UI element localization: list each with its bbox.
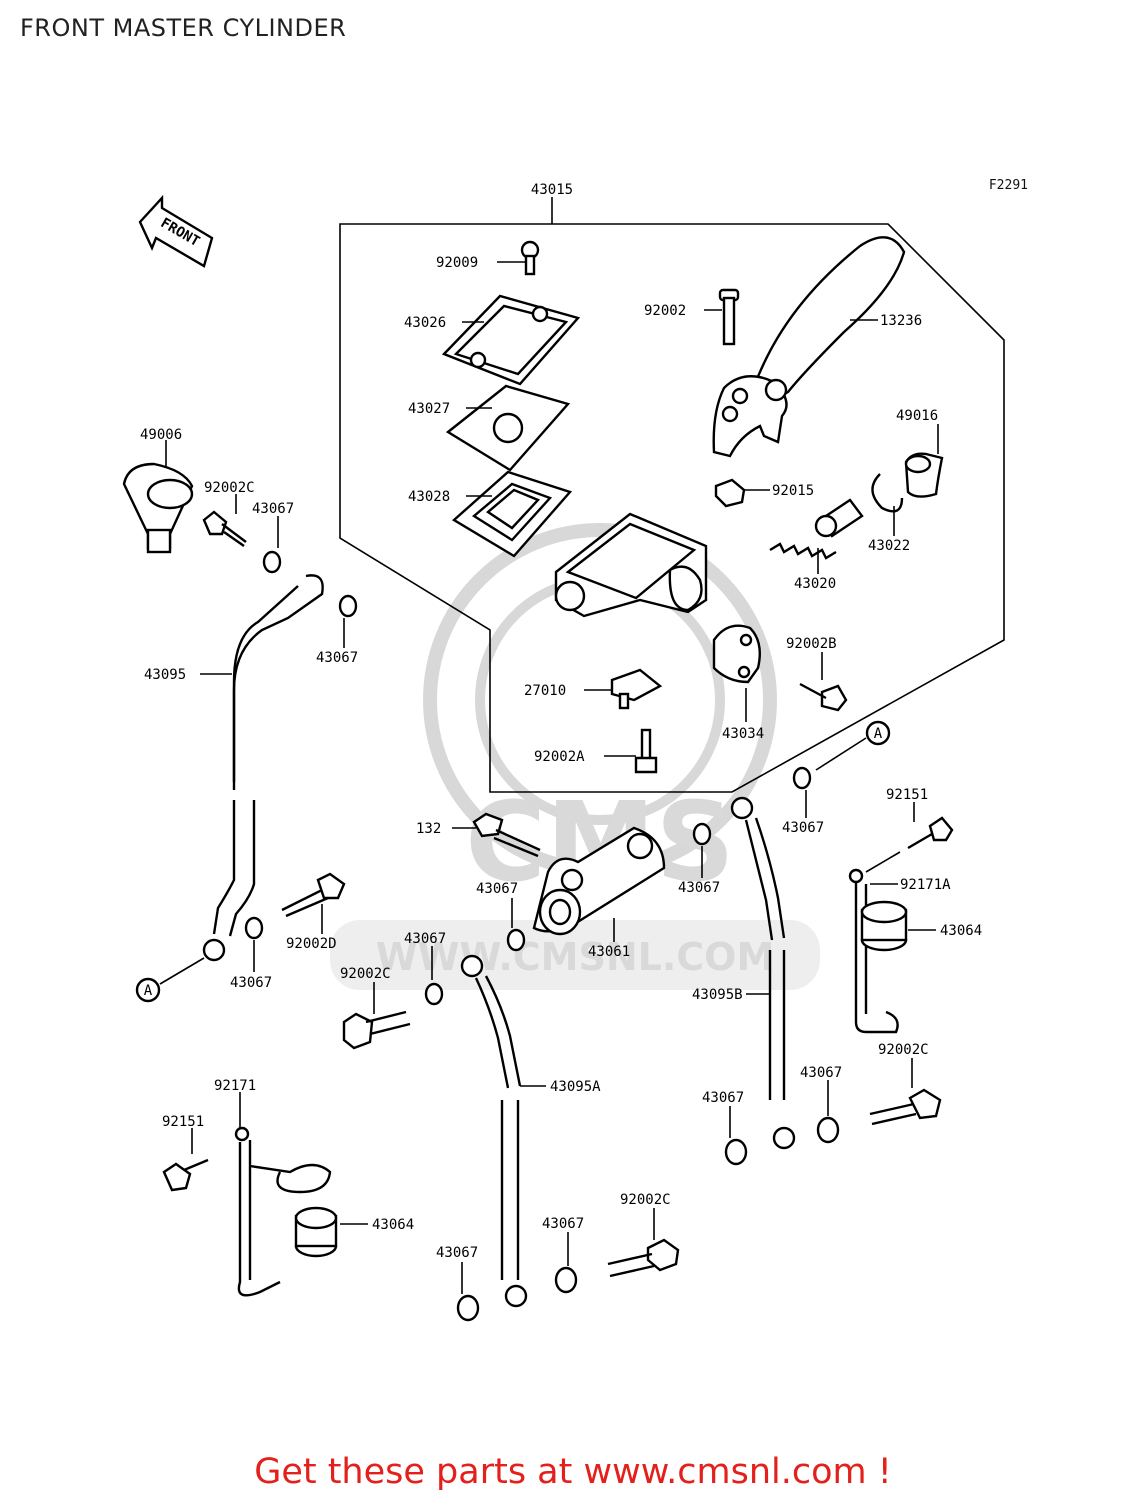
grommet-43064-left	[294, 1206, 338, 1258]
label-43034: 43034	[722, 726, 764, 742]
bolt-92002C-left	[202, 510, 247, 547]
figure-code: F2291	[988, 178, 1028, 193]
label-132: 132	[416, 821, 441, 837]
brake-lever-13236	[712, 236, 906, 458]
bolt-92151-right	[907, 816, 954, 850]
page-title: FRONT MASTER CYLINDER	[20, 14, 347, 42]
footer-link-text[interactable]: Get these parts at www.cmsnl.com !	[254, 1452, 892, 1492]
svg-text:A: A	[874, 726, 883, 742]
label-92002C-c: 92002C	[340, 966, 391, 982]
label-43067-c: 43067	[230, 975, 272, 991]
label-92151-b: 92151	[162, 1114, 204, 1130]
reservoir-cap-43026	[441, 294, 581, 386]
bolt-92002C-middle	[342, 1010, 411, 1050]
label-43026: 43026	[404, 315, 446, 331]
hose-43095	[202, 574, 324, 962]
label-43067-a: 43067	[252, 501, 294, 517]
master-cylinder-body	[554, 512, 708, 618]
label-92171A: 92171A	[900, 877, 951, 893]
label-43067-e: 43067	[678, 880, 720, 896]
bolt-92002C-right	[869, 1088, 942, 1126]
label-43067-i: 43067	[702, 1090, 744, 1106]
label-43067-k: 43067	[436, 1245, 478, 1261]
front-arrow-icon: FRONT	[138, 194, 214, 268]
piston-43020	[769, 498, 864, 560]
boot-49016	[904, 452, 944, 498]
label-27010: 27010	[524, 683, 566, 699]
callout-a-left	[135, 977, 161, 1003]
watermark-url: WWW.CMSNL.COM	[376, 935, 775, 979]
assembly-boundary	[339, 223, 1005, 793]
label-49016: 49016	[896, 408, 938, 424]
bolt-132	[472, 812, 541, 858]
label-92015: 92015	[772, 483, 814, 499]
label-92171: 92171	[214, 1078, 256, 1094]
bolt-92151-left	[162, 1158, 209, 1192]
label-92002C-a: 92002C	[204, 480, 255, 496]
label-43015: 43015	[531, 182, 573, 198]
pin-92002	[718, 288, 740, 346]
label-92009: 92009	[436, 255, 478, 271]
label-43022: 43022	[868, 538, 910, 554]
label-43067-b: 43067	[316, 650, 358, 666]
label-92002: 92002	[644, 303, 686, 319]
label-43064-a: 43064	[940, 923, 982, 939]
label-43067-h: 43067	[404, 931, 446, 947]
circlip-43022	[871, 473, 904, 513]
cap-49006	[122, 462, 194, 554]
label-49006: 49006	[140, 427, 182, 443]
label-43067-d: 43067	[476, 881, 518, 897]
screw-92002A	[634, 728, 658, 774]
label-43027: 43027	[408, 401, 450, 417]
cylinder-43061	[532, 826, 666, 936]
hose-clamp-92171A	[848, 868, 899, 1034]
callout-a-right	[865, 720, 891, 746]
clamp-43034	[712, 624, 761, 684]
hose-43095B	[730, 796, 796, 1150]
grommet-43064-right	[860, 900, 908, 952]
label-92002C-b: 92002C	[878, 1042, 929, 1058]
label-43095B: 43095B	[692, 987, 743, 1003]
label-43095A: 43095A	[550, 1079, 601, 1095]
label-13236: 13236	[880, 313, 922, 329]
screw-92009	[520, 240, 540, 276]
switch-27010	[610, 668, 663, 710]
hose-clamp-92171	[234, 1126, 332, 1297]
label-92002A: 92002A	[534, 749, 585, 765]
diaphragm-plate-43027	[445, 384, 571, 472]
label-92002C-d: 92002C	[620, 1192, 671, 1208]
label-43028: 43028	[408, 489, 450, 505]
label-43095: 43095	[144, 667, 186, 683]
bolt-92002D	[281, 872, 346, 918]
bolt-92002C-bottom	[607, 1238, 680, 1278]
hose-43095A	[460, 954, 528, 1308]
label-43067-j: 43067	[542, 1216, 584, 1232]
label-43064-b: 43064	[372, 1217, 414, 1233]
label-43067-g: 43067	[800, 1065, 842, 1081]
label-43061: 43061	[588, 944, 630, 960]
label-43067-f: 43067	[782, 820, 824, 836]
diaphragm-43028	[451, 470, 573, 558]
label-92002D: 92002D	[286, 936, 337, 952]
part-labels: 43015 92009 43026 43027 43028 92002 1323…	[140, 182, 982, 1261]
label-92002B: 92002B	[786, 636, 837, 652]
label-92151-a: 92151	[886, 787, 928, 803]
label-43020: 43020	[794, 576, 836, 592]
nut-92015	[714, 478, 746, 508]
svg-text:A: A	[144, 983, 153, 999]
bolt-92002B	[799, 682, 848, 712]
